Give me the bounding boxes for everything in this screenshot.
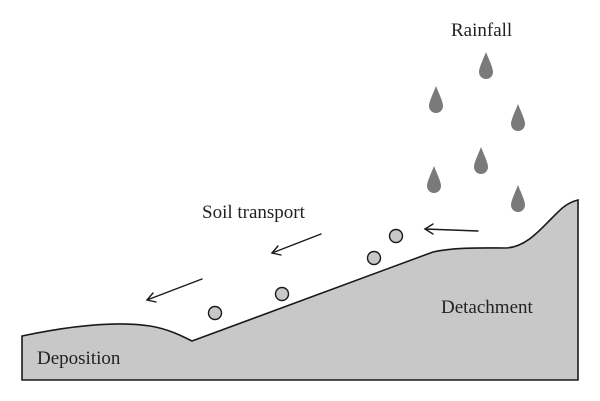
soil-particle-icon — [366, 250, 382, 266]
arrow-left-icon — [270, 233, 322, 256]
arrow-left-icon — [145, 278, 203, 303]
rainfall-label: Rainfall — [451, 20, 512, 41]
raindrop-icon — [511, 185, 525, 212]
soil-particle-icon — [207, 305, 223, 321]
soil-particles — [207, 228, 404, 321]
raindrops — [427, 52, 525, 212]
detachment-label: Detachment — [441, 297, 534, 318]
soil-particle-icon — [274, 286, 290, 302]
raindrop-icon — [474, 147, 488, 174]
raindrop-icon — [511, 104, 525, 131]
raindrop-icon — [427, 166, 441, 193]
transport-arrows — [145, 223, 479, 303]
soil-transport-label: Soil transport — [202, 202, 306, 223]
ground-profile — [21, 198, 579, 381]
raindrop-icon — [429, 86, 443, 113]
raindrop-icon — [479, 52, 493, 79]
arrow-left-icon — [423, 223, 479, 235]
deposition-label: Deposition — [37, 348, 121, 369]
soil-particle-icon — [388, 228, 404, 244]
